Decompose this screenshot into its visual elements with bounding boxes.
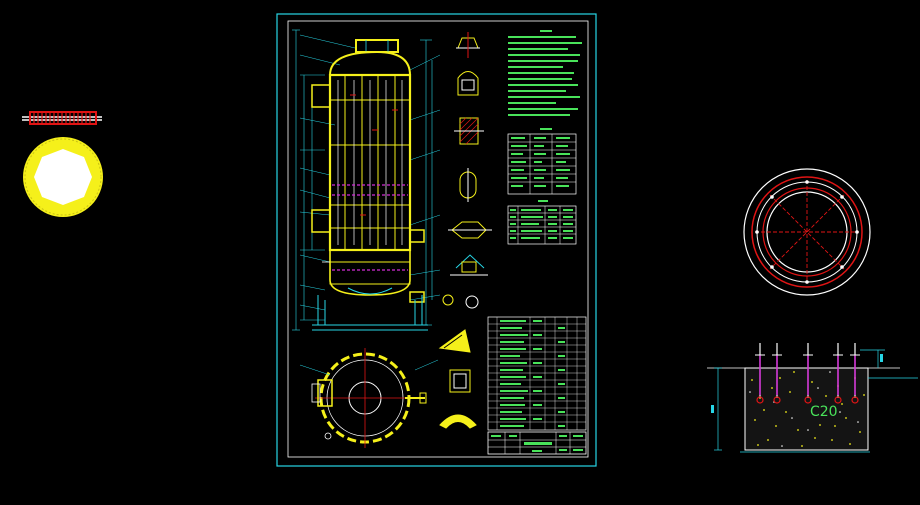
detail-views	[438, 32, 492, 429]
parts-list	[487, 316, 587, 431]
polygon-ring	[23, 137, 103, 217]
flange-ring	[743, 168, 871, 296]
technical-notes	[508, 30, 582, 116]
concrete-foundation: C20	[707, 343, 918, 453]
concrete-grade-label: C20	[810, 404, 838, 420]
vessel-plan-view	[299, 348, 439, 448]
vessel-elevation	[292, 29, 441, 331]
drawing-sheet	[276, 13, 597, 467]
design-data-table	[507, 128, 577, 195]
title-block	[487, 431, 587, 455]
coil-element	[22, 111, 102, 125]
nozzle-table	[507, 200, 577, 245]
